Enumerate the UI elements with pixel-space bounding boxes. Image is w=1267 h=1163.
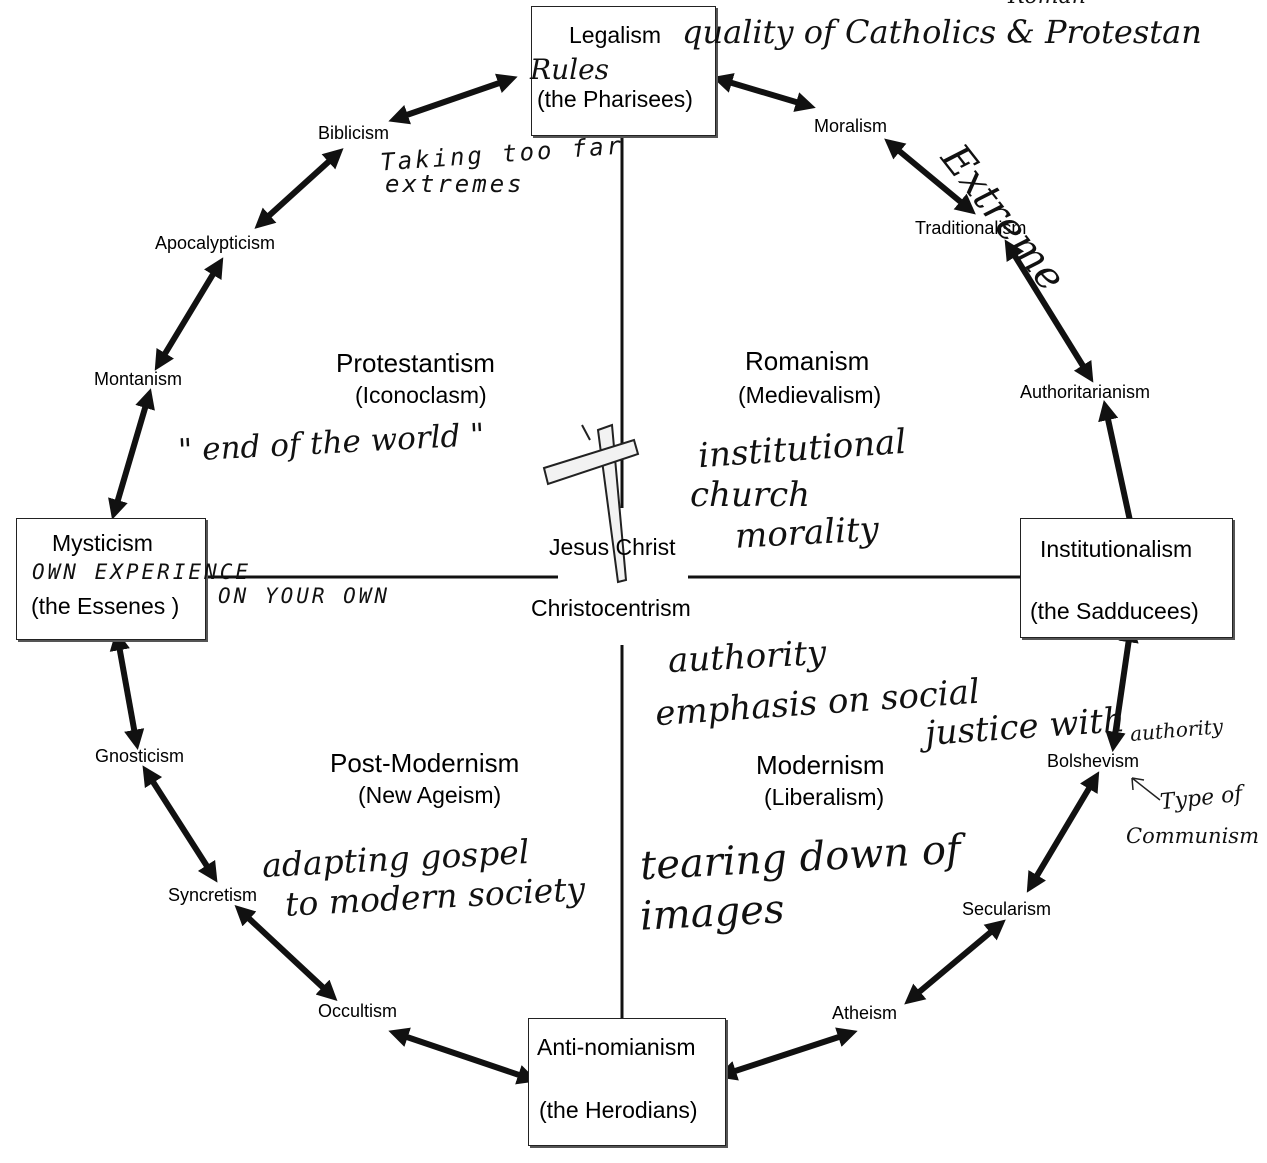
institutionalism-label: Institutionalism — [1040, 536, 1193, 562]
arrow-syncretism-occultism — [234, 905, 338, 1001]
note-roman: Roman — [1008, 0, 1086, 8]
legalism-label: Legalism — [569, 22, 662, 48]
arrow-atheism-antinomianism — [716, 1027, 858, 1081]
arrow-montanism-mysticism — [108, 388, 155, 520]
arrow-legalism-biblicism — [388, 73, 518, 125]
node-bolshevism: Bolshevism — [1047, 751, 1140, 771]
institutionalism-box — [1020, 518, 1233, 638]
postmodernism-subtitle: (New Ageism) — [358, 782, 502, 808]
antinomianism-box — [528, 1018, 726, 1146]
note-on-your-own: ON YOUR OWN — [218, 584, 391, 608]
arrow-moralism-traditionalism — [884, 138, 976, 215]
arrow-traditionalism-authoritarianism — [1004, 239, 1094, 383]
note-own-experience: OWN EXPERIENCE — [32, 560, 252, 584]
node-montanism: Montanism — [94, 369, 183, 389]
arrow-occultism-antinomianism — [388, 1027, 538, 1085]
node-moralism: Moralism — [814, 116, 888, 136]
jesus-christ-label: Jesus Christ — [549, 534, 676, 560]
note-morality: morality — [734, 509, 880, 557]
modernism-title: Modernism — [756, 750, 885, 780]
node-occultism: Occultism — [318, 1001, 398, 1021]
node-atheism: Atheism — [832, 1003, 898, 1023]
ring-arrows — [108, 73, 1140, 1085]
note-images: images — [638, 886, 786, 940]
arrow-biblicism-apocalypticism — [254, 148, 344, 229]
mysticism-box — [16, 518, 206, 640]
node-syncretism: Syncretism — [168, 885, 258, 905]
arrow-bolshevism-secularism — [1026, 771, 1100, 893]
cross-icon — [542, 423, 640, 584]
node-gnosticism: Gnosticism — [95, 746, 185, 766]
antinomianism-label: Anti-nomianism — [537, 1034, 696, 1060]
romanism-title: Romanism — [745, 346, 870, 376]
arrow-gnosticism-syncretism — [142, 765, 218, 883]
type-of-pointer — [1131, 777, 1161, 801]
protestantism-subtitle: (Iconoclasm) — [355, 382, 487, 408]
node-biblicism: Biblicism — [318, 123, 390, 143]
arrow-legalism-moralism — [712, 73, 816, 112]
postmodernism-title: Post-Modernism — [330, 748, 520, 778]
protestantism-title: Protestantism — [336, 348, 495, 378]
pharisees-label: (the Pharisees) — [537, 86, 693, 112]
node-apocalypticism: Apocalypticism — [155, 233, 276, 253]
christocentrism-label: Christocentrism — [531, 595, 691, 621]
legalism-box — [531, 6, 716, 136]
note-quality: quality of Catholics & Protestan — [682, 13, 1202, 51]
arrow-secularism-atheism — [904, 919, 1006, 1005]
essenes-label: (the Essenes ) — [31, 593, 180, 619]
note-authority: authority — [667, 632, 828, 682]
sadducees-label: (the Sadducees) — [1030, 598, 1199, 624]
arrow-apocalypticism-montanism — [154, 257, 224, 371]
note-communism: Communism — [1126, 824, 1259, 848]
node-secularism: Secularism — [962, 899, 1052, 919]
node-traditionalism: Traditionalism — [915, 218, 1027, 238]
note-rules: Rules — [530, 53, 610, 86]
arrow-institutionalism-bolshevism — [1105, 621, 1139, 753]
modernism-subtitle: (Liberalism) — [764, 784, 885, 810]
herodians-label: (the Herodians) — [539, 1097, 698, 1123]
note-extremes: extremes — [385, 170, 525, 198]
arrow-authoritarianism-institutionalism — [1098, 400, 1140, 540]
node-authoritarianism: Authoritarianism — [1020, 382, 1151, 402]
note-church: church — [690, 475, 811, 515]
romanism-subtitle: (Medievalism) — [738, 382, 882, 408]
mysticism-label: Mysticism — [52, 530, 153, 556]
arrow-mysticism-gnosticism — [109, 629, 145, 751]
